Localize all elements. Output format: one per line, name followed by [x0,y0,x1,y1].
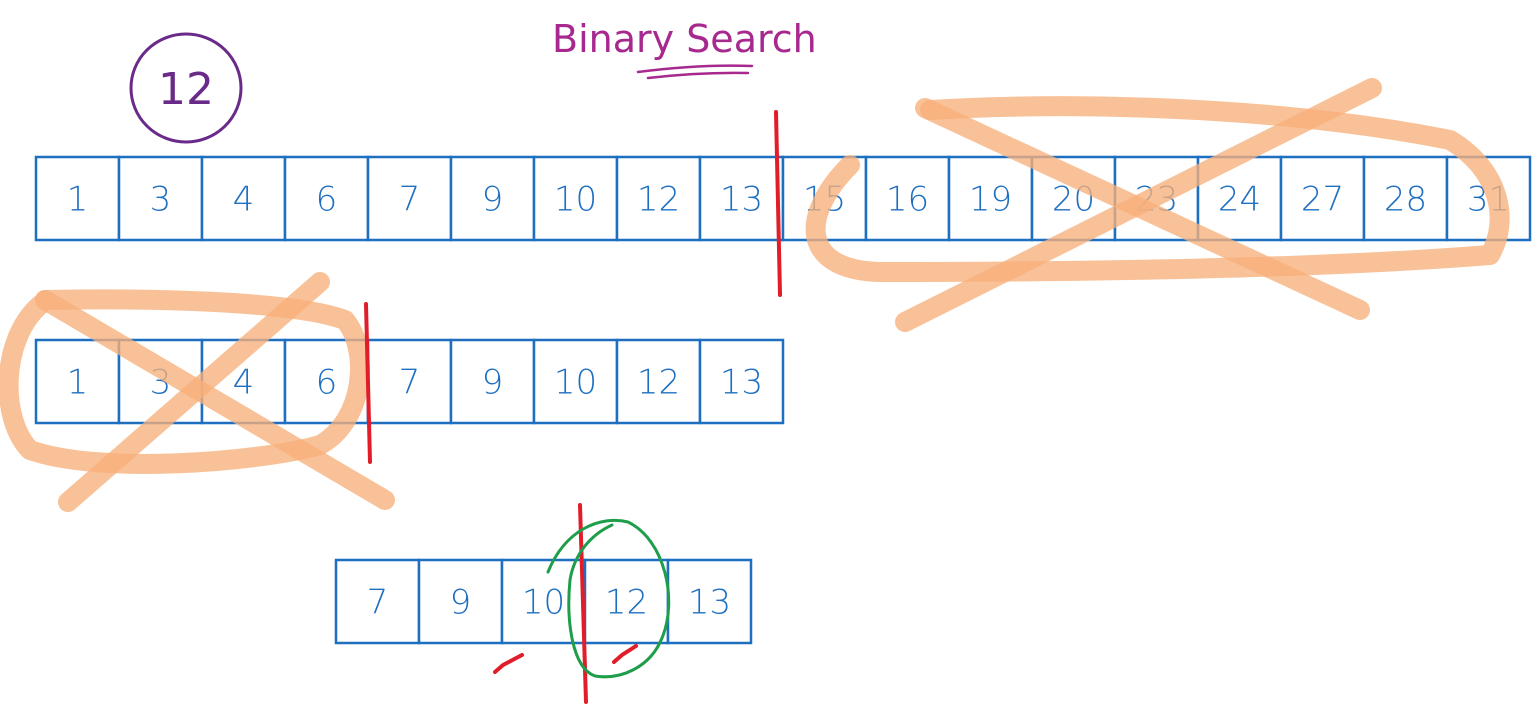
title: Binary Search [552,17,817,61]
target-circle [129,32,243,144]
array-cell-box [698,338,785,425]
array-cell-value: 13 [720,363,763,403]
array-cell: 10 [532,338,619,425]
array-cell: 9 [449,155,536,242]
array-cell: 9 [449,338,536,425]
array-cell-value: 28 [1384,180,1427,220]
array-cell-box [698,155,785,242]
array-cell-value: 1 [67,180,89,220]
array-cell-value: 7 [399,363,421,403]
array-cell-value: 7 [399,180,421,220]
eliminated-cross-stroke-3 [35,290,395,510]
title-underline [636,64,754,80]
array-cell-box [1279,155,1366,242]
eliminated-loop-left [0,289,370,474]
array-cell-box [417,558,504,645]
array-cell-box [34,155,121,242]
array-cell: 10 [532,155,619,242]
array-row-final: 7 9 10 12 13 [334,558,753,645]
eliminated-cross-stroke-2 [895,78,1382,332]
array-cell-box [947,155,1034,242]
array-cell-box [117,155,204,242]
array-cell: 7 [366,338,453,425]
array-cell: 13 [698,338,785,425]
midpoint-line-1 [774,110,782,297]
array-cell-value: 10 [554,180,597,220]
array-cell-value: 7 [367,583,389,623]
array-cell-box [449,155,536,242]
array-cell-value: 4 [233,363,255,403]
array-cell-value: 10 [522,583,565,623]
array-cell-value: 6 [316,363,338,403]
array-cell: 27 [1279,155,1366,242]
array-cell: 16 [864,155,951,242]
array-cell-value: 24 [1218,180,1261,220]
target-value: 12 [158,64,214,115]
array-cell-value: 1 [67,363,89,403]
array-cell-value: 4 [233,180,255,220]
array-cell: 13 [698,155,785,242]
array-cell: 7 [366,155,453,242]
array-cell: 1 [34,338,121,425]
array-cell: 3 [117,155,204,242]
array-cell-box [666,558,753,645]
array-cell: 28 [1362,155,1449,242]
array-cell-box [34,338,121,425]
array-cell: 9 [417,558,504,645]
array-cell-box [1362,155,1449,242]
array-cell-box [864,155,951,242]
array-cell-box [615,338,702,425]
array-cell: 12 [615,338,702,425]
array-cell-box [532,155,619,242]
array-cell-box [449,338,536,425]
array-cell: 13 [666,558,753,645]
check-mark-2 [612,644,638,664]
array-cell: 1 [34,155,121,242]
array-cell-value: 16 [886,180,929,220]
array-cell-value: 13 [688,583,731,623]
eliminated-loop-right [805,96,1510,282]
array-cell-value: 19 [969,180,1012,220]
eliminated-cross-stroke-4 [58,272,330,512]
array-cell-value: 12 [637,363,680,403]
array-cell-value: 27 [1301,180,1344,220]
midpoint-line-2 [364,302,372,464]
check-mark-1 [493,653,524,674]
array-cell-box [334,558,421,645]
array-cell-value: 10 [554,363,597,403]
array-cell-box [615,155,702,242]
found-circle [546,518,671,679]
array-cell-value: 13 [720,180,763,220]
array-cell-value: 3 [150,180,172,220]
array-cell-value: 12 [605,583,648,623]
array-cell-box [583,558,670,645]
array-cell: 12 [583,558,670,645]
array-cell: 12 [615,155,702,242]
array-cell-value: 9 [450,583,472,623]
array-cell-value: 9 [482,363,504,403]
array-cell-value: 9 [482,180,504,220]
array-cell: 19 [947,155,1034,242]
array-cell-value: 12 [637,180,680,220]
array-cell-box [283,155,370,242]
array-cell: 6 [283,155,370,242]
array-cell: 4 [200,155,287,242]
array-cell-box [366,338,453,425]
array-cell-box [366,155,453,242]
array-cell-value: 6 [316,180,338,220]
array-cell: 7 [334,558,421,645]
